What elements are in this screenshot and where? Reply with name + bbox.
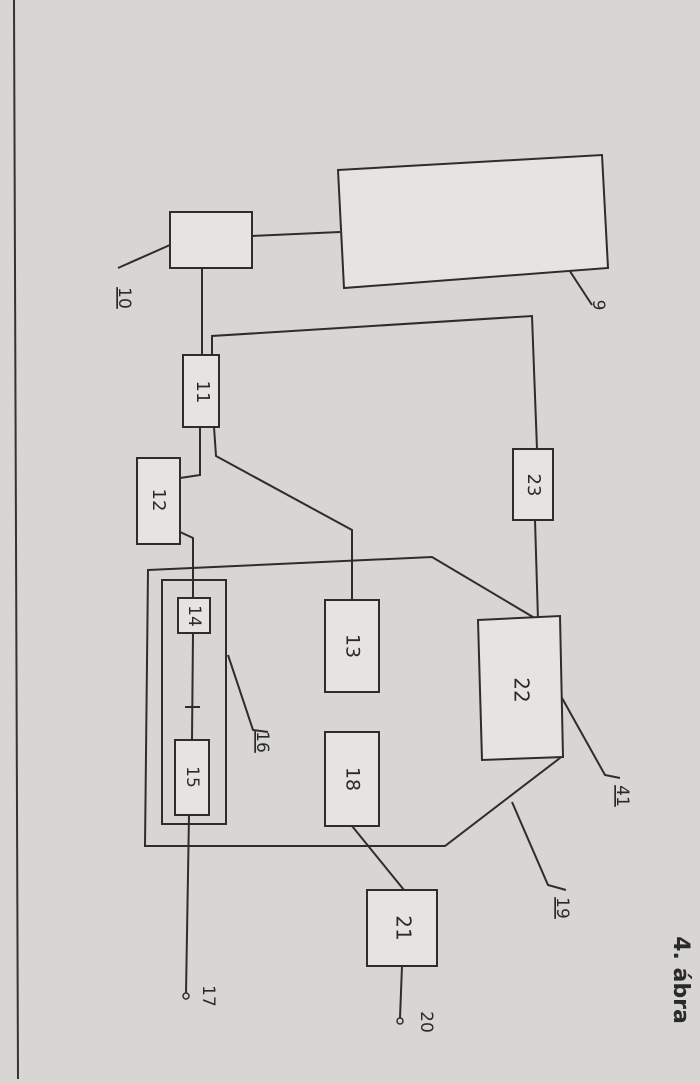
figure-caption: 4. ábra <box>668 936 693 1024</box>
ref-10: 10 <box>114 287 134 309</box>
label-12: 12 <box>148 489 169 512</box>
label-15: 15 <box>182 766 202 788</box>
ref-17: 17 <box>198 985 218 1007</box>
label-11: 11 <box>192 381 213 404</box>
block-10 <box>170 212 252 268</box>
ref-9: 9 <box>588 300 608 311</box>
block-9 <box>338 155 608 288</box>
ref-16: 16 <box>252 731 272 753</box>
ref-20: 20 <box>416 1011 436 1033</box>
label-18: 18 <box>342 767 364 791</box>
label-22: 22 <box>510 677 534 702</box>
ref-19: 19 <box>552 897 572 919</box>
wire-14-15 <box>192 633 193 740</box>
label-21: 21 <box>392 915 416 940</box>
label-23: 23 <box>523 474 544 497</box>
ref-41: 41 <box>612 785 632 807</box>
label-13: 13 <box>342 634 364 658</box>
terminal-20 <box>397 1018 403 1024</box>
label-14: 14 <box>184 605 204 627</box>
terminal-17 <box>183 993 189 999</box>
